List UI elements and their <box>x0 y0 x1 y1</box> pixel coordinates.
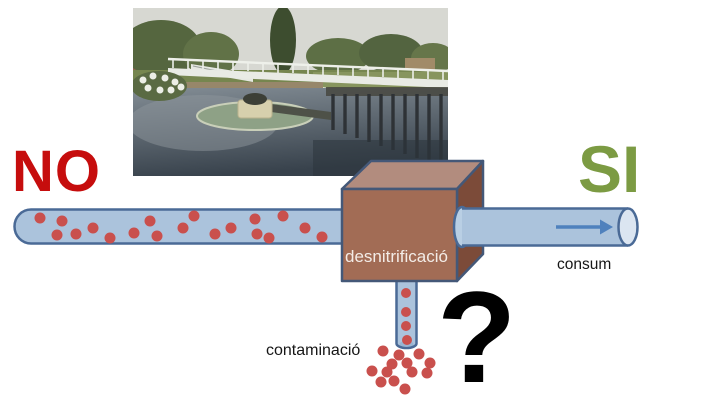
plant-photo <box>133 8 448 176</box>
drop-pipe <box>395 281 418 350</box>
drop-pipe-particles <box>401 288 412 345</box>
outflow-pipe-end-cap <box>617 207 639 247</box>
photo-trees <box>133 8 448 76</box>
label-consum: consum <box>557 256 612 273</box>
box-front-face <box>340 187 459 283</box>
photo-clarifier <box>196 93 331 131</box>
label-no: NO <box>12 139 101 204</box>
photo-flower-bush <box>133 71 187 101</box>
outflow-pipe <box>452 205 639 249</box>
flow-arrow <box>556 219 613 235</box>
question-mark: ? <box>437 264 517 410</box>
label-si: SI <box>578 132 641 206</box>
label-desnitrificacio: desnitrificació <box>345 247 448 266</box>
main-pipe <box>13 208 345 245</box>
label-contaminacio: contaminació <box>266 342 361 359</box>
main-pipe-particles <box>34 210 328 244</box>
spill-particles <box>366 345 436 395</box>
